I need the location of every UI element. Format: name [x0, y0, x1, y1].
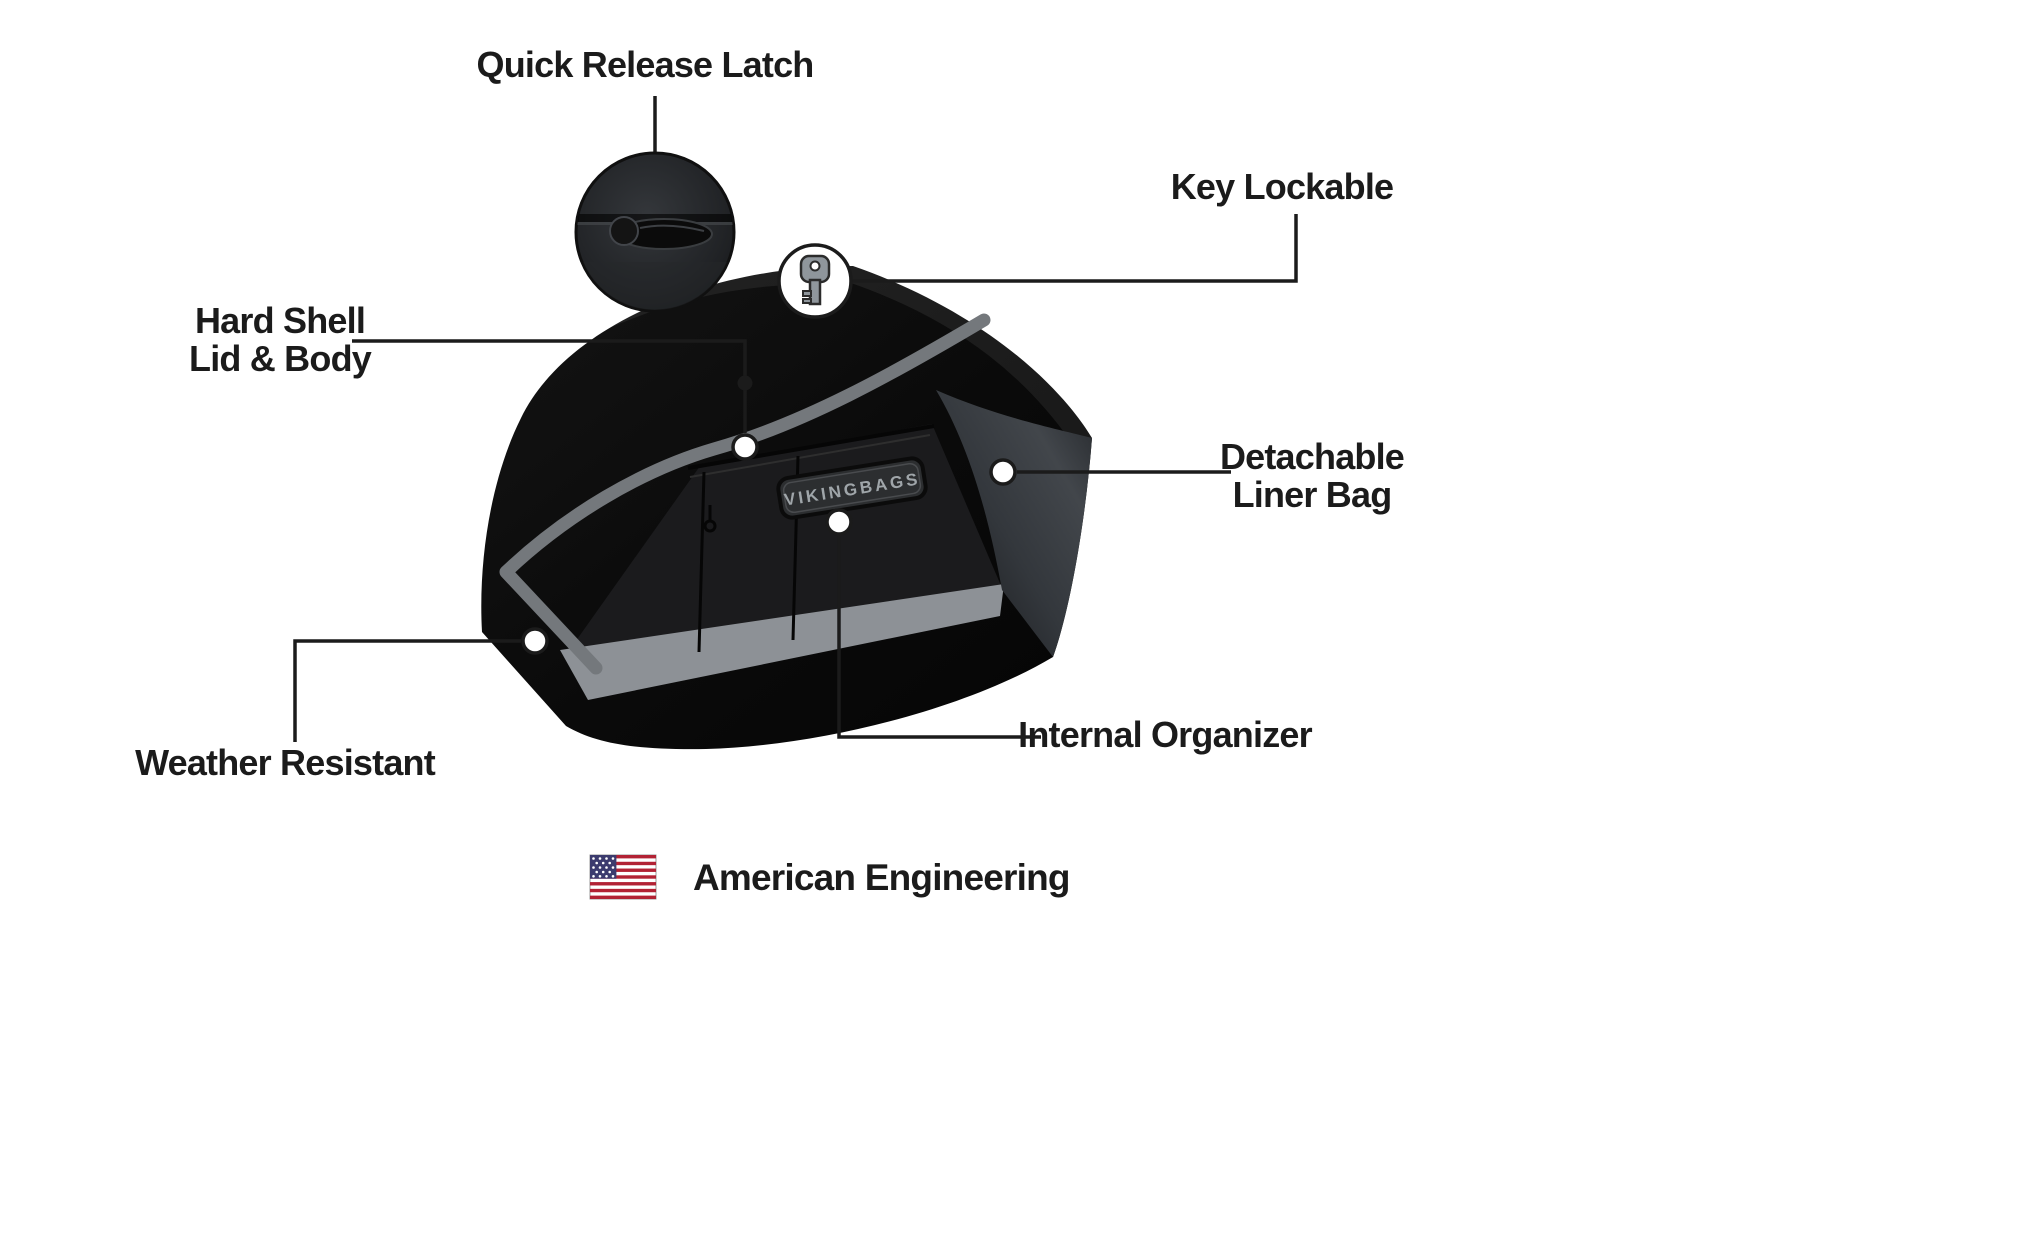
internal-organizer-line — [837, 536, 1041, 739]
american-engineering-label: American Engineering — [693, 857, 1071, 898]
key-lockable-line — [852, 214, 1298, 283]
latch-detail-icon — [574, 151, 736, 313]
detachable-liner-label-line1: Detachable — [1219, 436, 1405, 477]
key-lockable-label: Key Lockable — [1170, 166, 1394, 207]
hard-shell-label-line2: Lid & Body — [189, 338, 372, 380]
detachable-liner-label-line2: Liner Bag — [1232, 474, 1393, 516]
weather-resistant-line — [293, 639, 521, 742]
hard-shell-marker — [731, 433, 759, 461]
key-icon — [777, 243, 853, 319]
interior-base-panel — [560, 584, 1004, 700]
brand-badge: VIKINGBAGS — [776, 456, 928, 520]
us-flag-icon — [589, 854, 657, 900]
internal-organizer-label: Internal Organizer — [1018, 714, 1312, 755]
seam-dot — [737, 375, 753, 391]
callout-markers — [521, 375, 1017, 655]
detachable-liner-marker — [989, 458, 1017, 486]
internal-organizer-marker — [825, 508, 853, 536]
hard-shell-line — [352, 339, 747, 433]
quick-release-latch-label: Quick Release Latch — [476, 44, 815, 85]
detachable-liner-bag-label: Detachable Liner Bag — [1162, 436, 1462, 516]
lid-pinstripe — [499, 313, 991, 675]
callout-lines — [293, 96, 1298, 742]
weather-resistant-marker — [521, 627, 549, 655]
hard-shell-label: Hard Shell Lid & Body — [130, 300, 430, 380]
side-panel — [936, 390, 1092, 657]
weather-resistant-label: Weather Resistant — [135, 742, 436, 783]
saddlebag-body: VIKINGBAGS — [481, 256, 1093, 750]
hard-shell-label-line1: Hard Shell — [194, 300, 366, 341]
